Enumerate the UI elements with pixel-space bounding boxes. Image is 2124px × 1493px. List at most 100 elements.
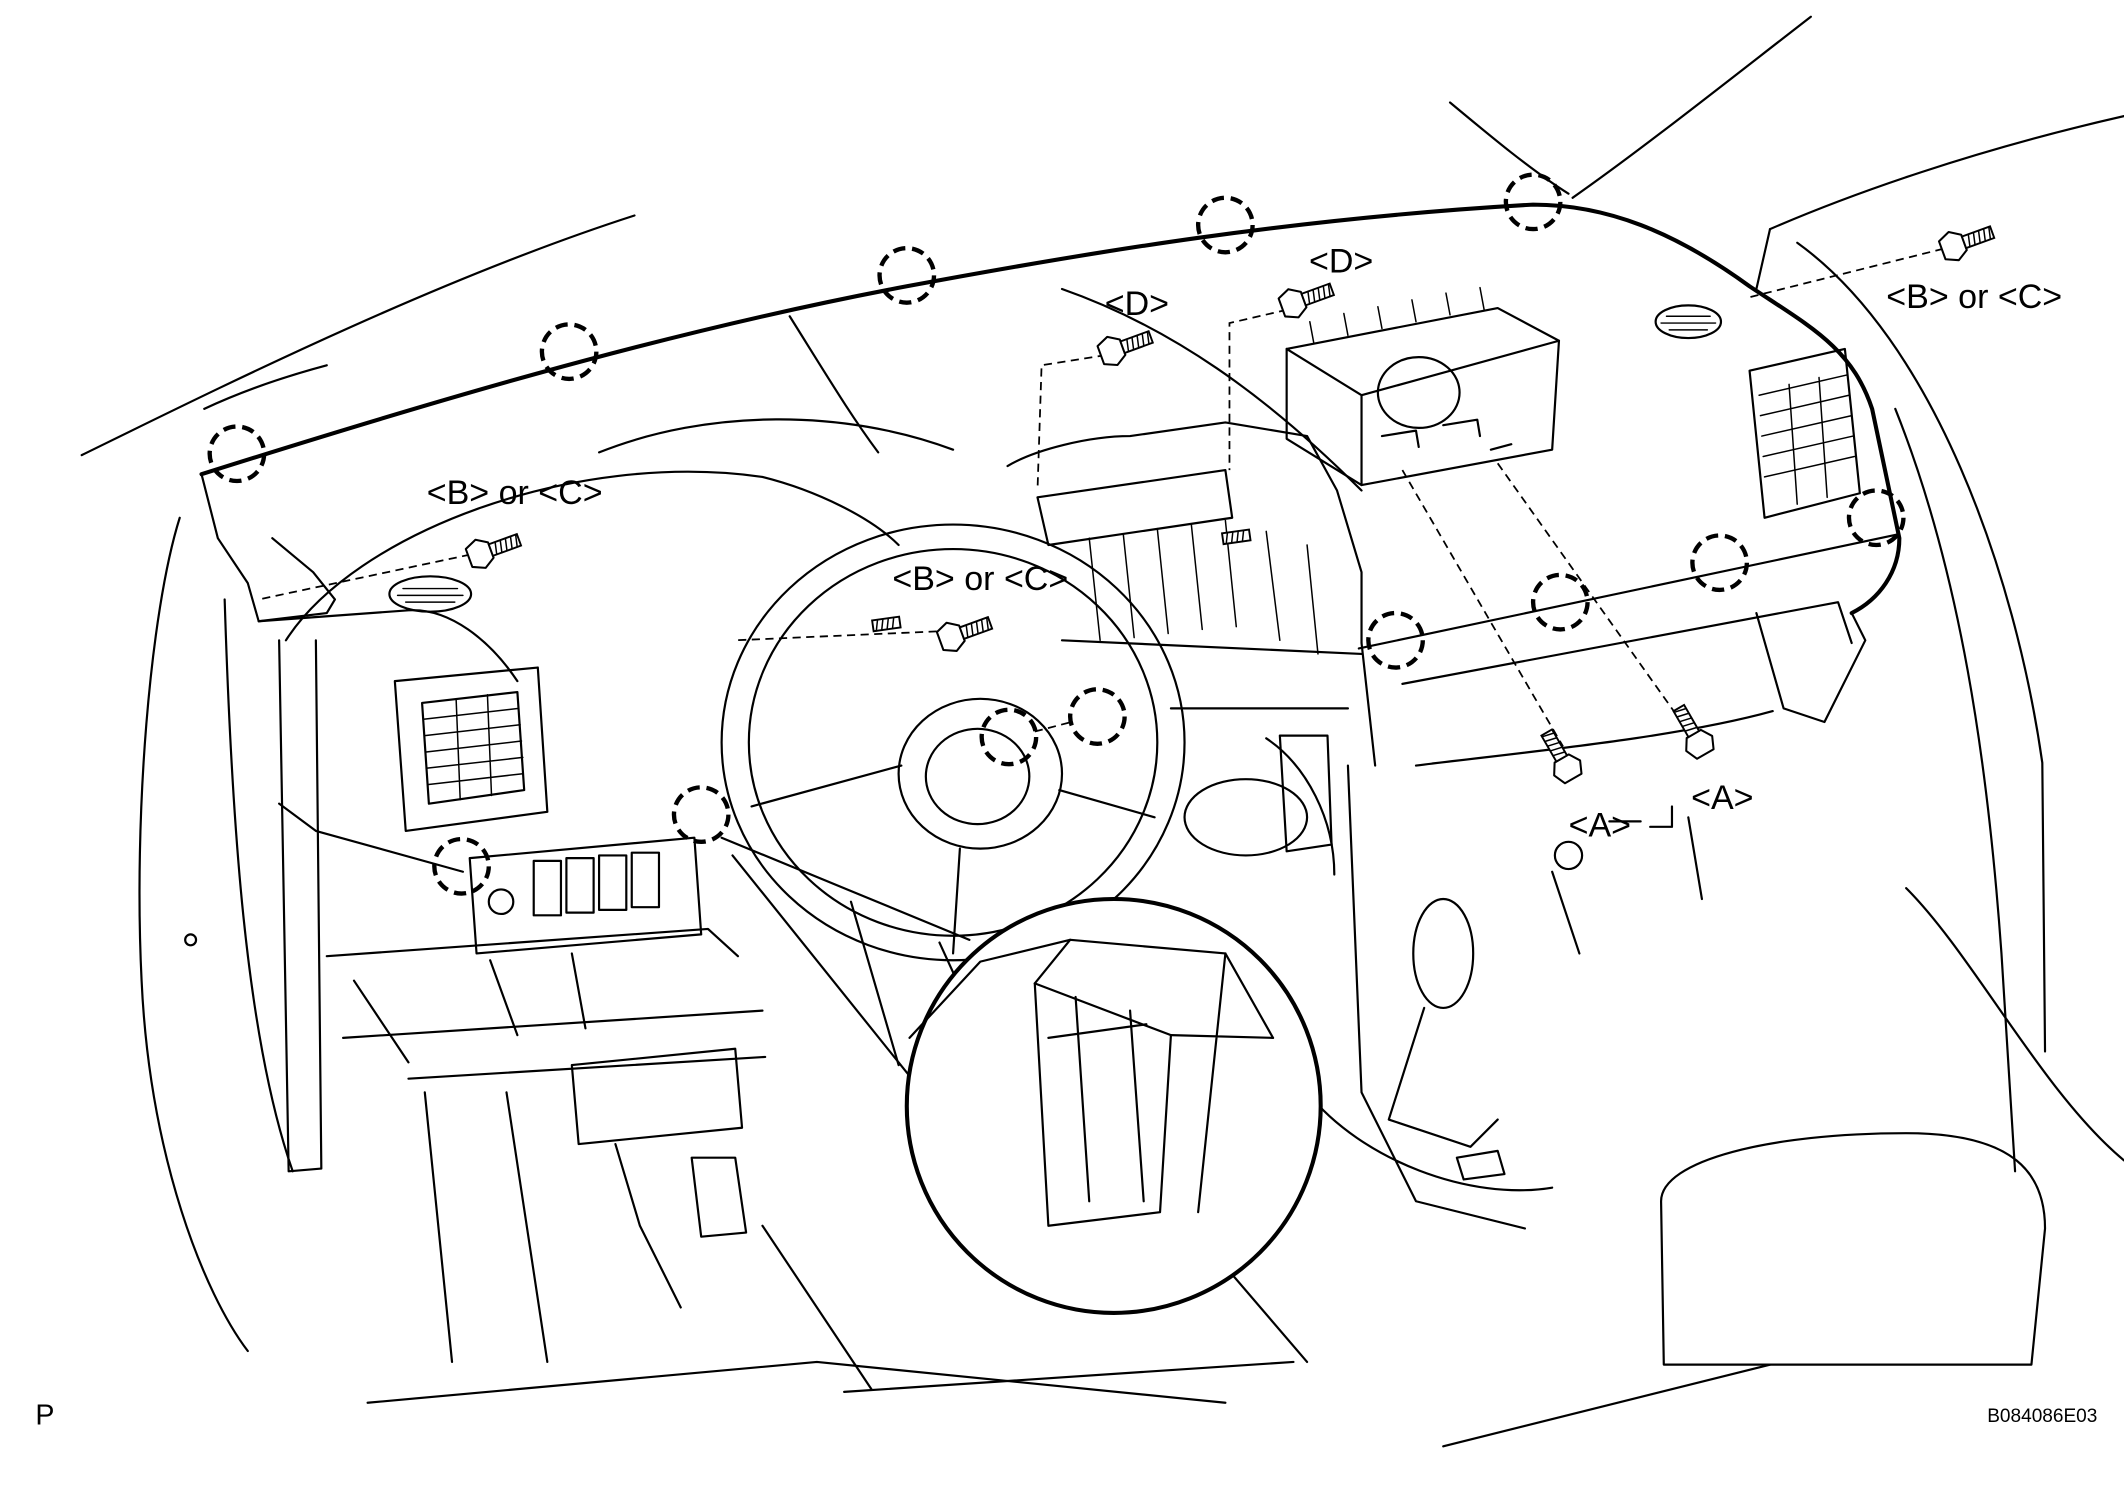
leader-lines: [258, 244, 1957, 828]
bolt-a-left: [1532, 724, 1588, 788]
steering-wheel-rim-outer: [720, 523, 1186, 962]
right-air-vent: [1748, 347, 1861, 519]
leader-bc-left: [258, 550, 484, 601]
bolt-d-right: [1275, 274, 1338, 323]
left-side-panel: [278, 639, 323, 1173]
left-door-inner: [223, 598, 294, 1173]
clip-lower-2: [1530, 572, 1590, 632]
cross-beam-lower: [1414, 710, 1774, 767]
dashboard-inner-line: [788, 315, 880, 454]
floor-tunnel: [761, 1224, 1309, 1391]
clip-connector: [1034, 721, 1072, 733]
label-a-left: <A>: [1569, 806, 1631, 844]
inset-panel-edge: [1169, 952, 1275, 1214]
steering-wheel-pad: [924, 727, 1031, 826]
pedal-arm-left: [423, 1091, 454, 1364]
label-d-right: <D>: [1309, 243, 1373, 281]
bolt-bc-center: [934, 607, 997, 657]
windshield-center-edge: [1448, 101, 1570, 195]
clip-top-2: [539, 322, 599, 382]
beam-hole: [1553, 840, 1584, 871]
windshield-right-edge: [1571, 15, 1812, 199]
leader-d-right: [1228, 305, 1301, 471]
inset-clip-ribs: [1033, 938, 1148, 1203]
audio-unit-cylinder: [1376, 356, 1461, 429]
clip-center-1: [979, 707, 1039, 767]
figure-code: B084086E03: [1987, 1406, 2097, 1427]
clip-detail-inset: [720, 836, 1323, 1315]
windshield-left-lower-edge: [80, 214, 636, 457]
center-floor-ring: [1183, 778, 1309, 857]
center-stack-opening: [1036, 469, 1234, 547]
clip-center-2: [1067, 687, 1127, 746]
hvac-lower-frame: [1060, 639, 1363, 710]
inset-leader-upper: [720, 836, 971, 941]
label-bc-top-right: <B> or <C>: [1886, 278, 2062, 316]
bolt-bc-top-right: [1936, 217, 1999, 266]
inset-clip-body: [1033, 982, 1173, 1227]
gear-shift-knob: [1412, 897, 1475, 1010]
left-lower-detail: [352, 952, 587, 1064]
dashboard-right-lower-edge: [1357, 533, 1901, 650]
hvac-ribs: [1088, 519, 1319, 655]
right-door-inner: [1894, 407, 2017, 1173]
right-pillar-trim: [1755, 228, 1772, 291]
audio-unit-housing: [1285, 306, 1561, 487]
lower-left-dash: [278, 639, 767, 1173]
leader-bc-center: [735, 629, 951, 642]
left-air-vent: [393, 666, 549, 833]
audio-unit-slots: [1309, 286, 1485, 345]
inset-leader-lower: [731, 854, 911, 1078]
door-hole: [184, 933, 198, 947]
beam-support: [1551, 816, 1704, 955]
cross-beam-upper: [1401, 601, 1853, 685]
dashboard-left-lower-edge: [257, 609, 519, 683]
pedal-stem: [614, 1142, 682, 1309]
left-defroster-vent: [388, 575, 473, 613]
floor-line-center: [843, 1360, 1295, 1393]
right-vent-slats: [1758, 374, 1856, 505]
passenger-seat: [1659, 887, 2124, 1366]
seat-cushion: [1659, 1132, 2047, 1366]
pedal-area: [366, 1047, 1772, 1448]
right-round-vent-outer: [1654, 304, 1723, 340]
leader-a-left: [1401, 469, 1564, 747]
right-pillar-line: [1768, 115, 2124, 231]
left-vent-slats: [422, 694, 524, 801]
left-door-frame: [138, 516, 249, 1353]
right-defroster-vent: [1654, 304, 1723, 340]
dashboard-left-bracket: [200, 473, 337, 623]
left-round-vent-outer: [388, 575, 473, 613]
floor-line-right: [1442, 1363, 1772, 1448]
leader-a-right: [1496, 462, 1683, 723]
center-stack: [1006, 421, 1363, 853]
steering-wheel-hub: [897, 697, 1064, 850]
center-console: [1183, 641, 1554, 1230]
left-vent-grille: [420, 690, 526, 805]
clips: [207, 172, 1906, 896]
knee-panel-edge: [325, 927, 740, 958]
stud-center: [871, 615, 902, 633]
instrument-hood: [284, 470, 900, 642]
instrument-hood-top: [597, 418, 955, 454]
windshield-left-inner-edge: [203, 364, 328, 410]
dashboard-crease: [1060, 287, 1363, 492]
right-door-frame: [1796, 241, 2047, 1053]
steering-wheel: [720, 523, 1186, 1067]
label-bc-center: <B> or <C>: [892, 560, 1068, 598]
console-cupholder: [1455, 1149, 1506, 1181]
console-upper: [1360, 641, 1377, 767]
under-dash-line: [407, 1055, 767, 1080]
dashboard-upper-pad: [199, 202, 1902, 683]
switch-panel-bezel: [468, 836, 703, 955]
right-bracket: [1755, 611, 1867, 724]
clip-top-4: [1195, 195, 1255, 255]
accelerator-pedal: [690, 1156, 748, 1238]
leader-d-left: [1036, 352, 1120, 491]
leader-bc-top-right: [1749, 244, 1957, 299]
switch-4: [630, 851, 661, 909]
dashboard-top-edge: [199, 202, 1902, 616]
left-vent-bezel: [393, 666, 549, 833]
switch-1: [532, 859, 563, 917]
